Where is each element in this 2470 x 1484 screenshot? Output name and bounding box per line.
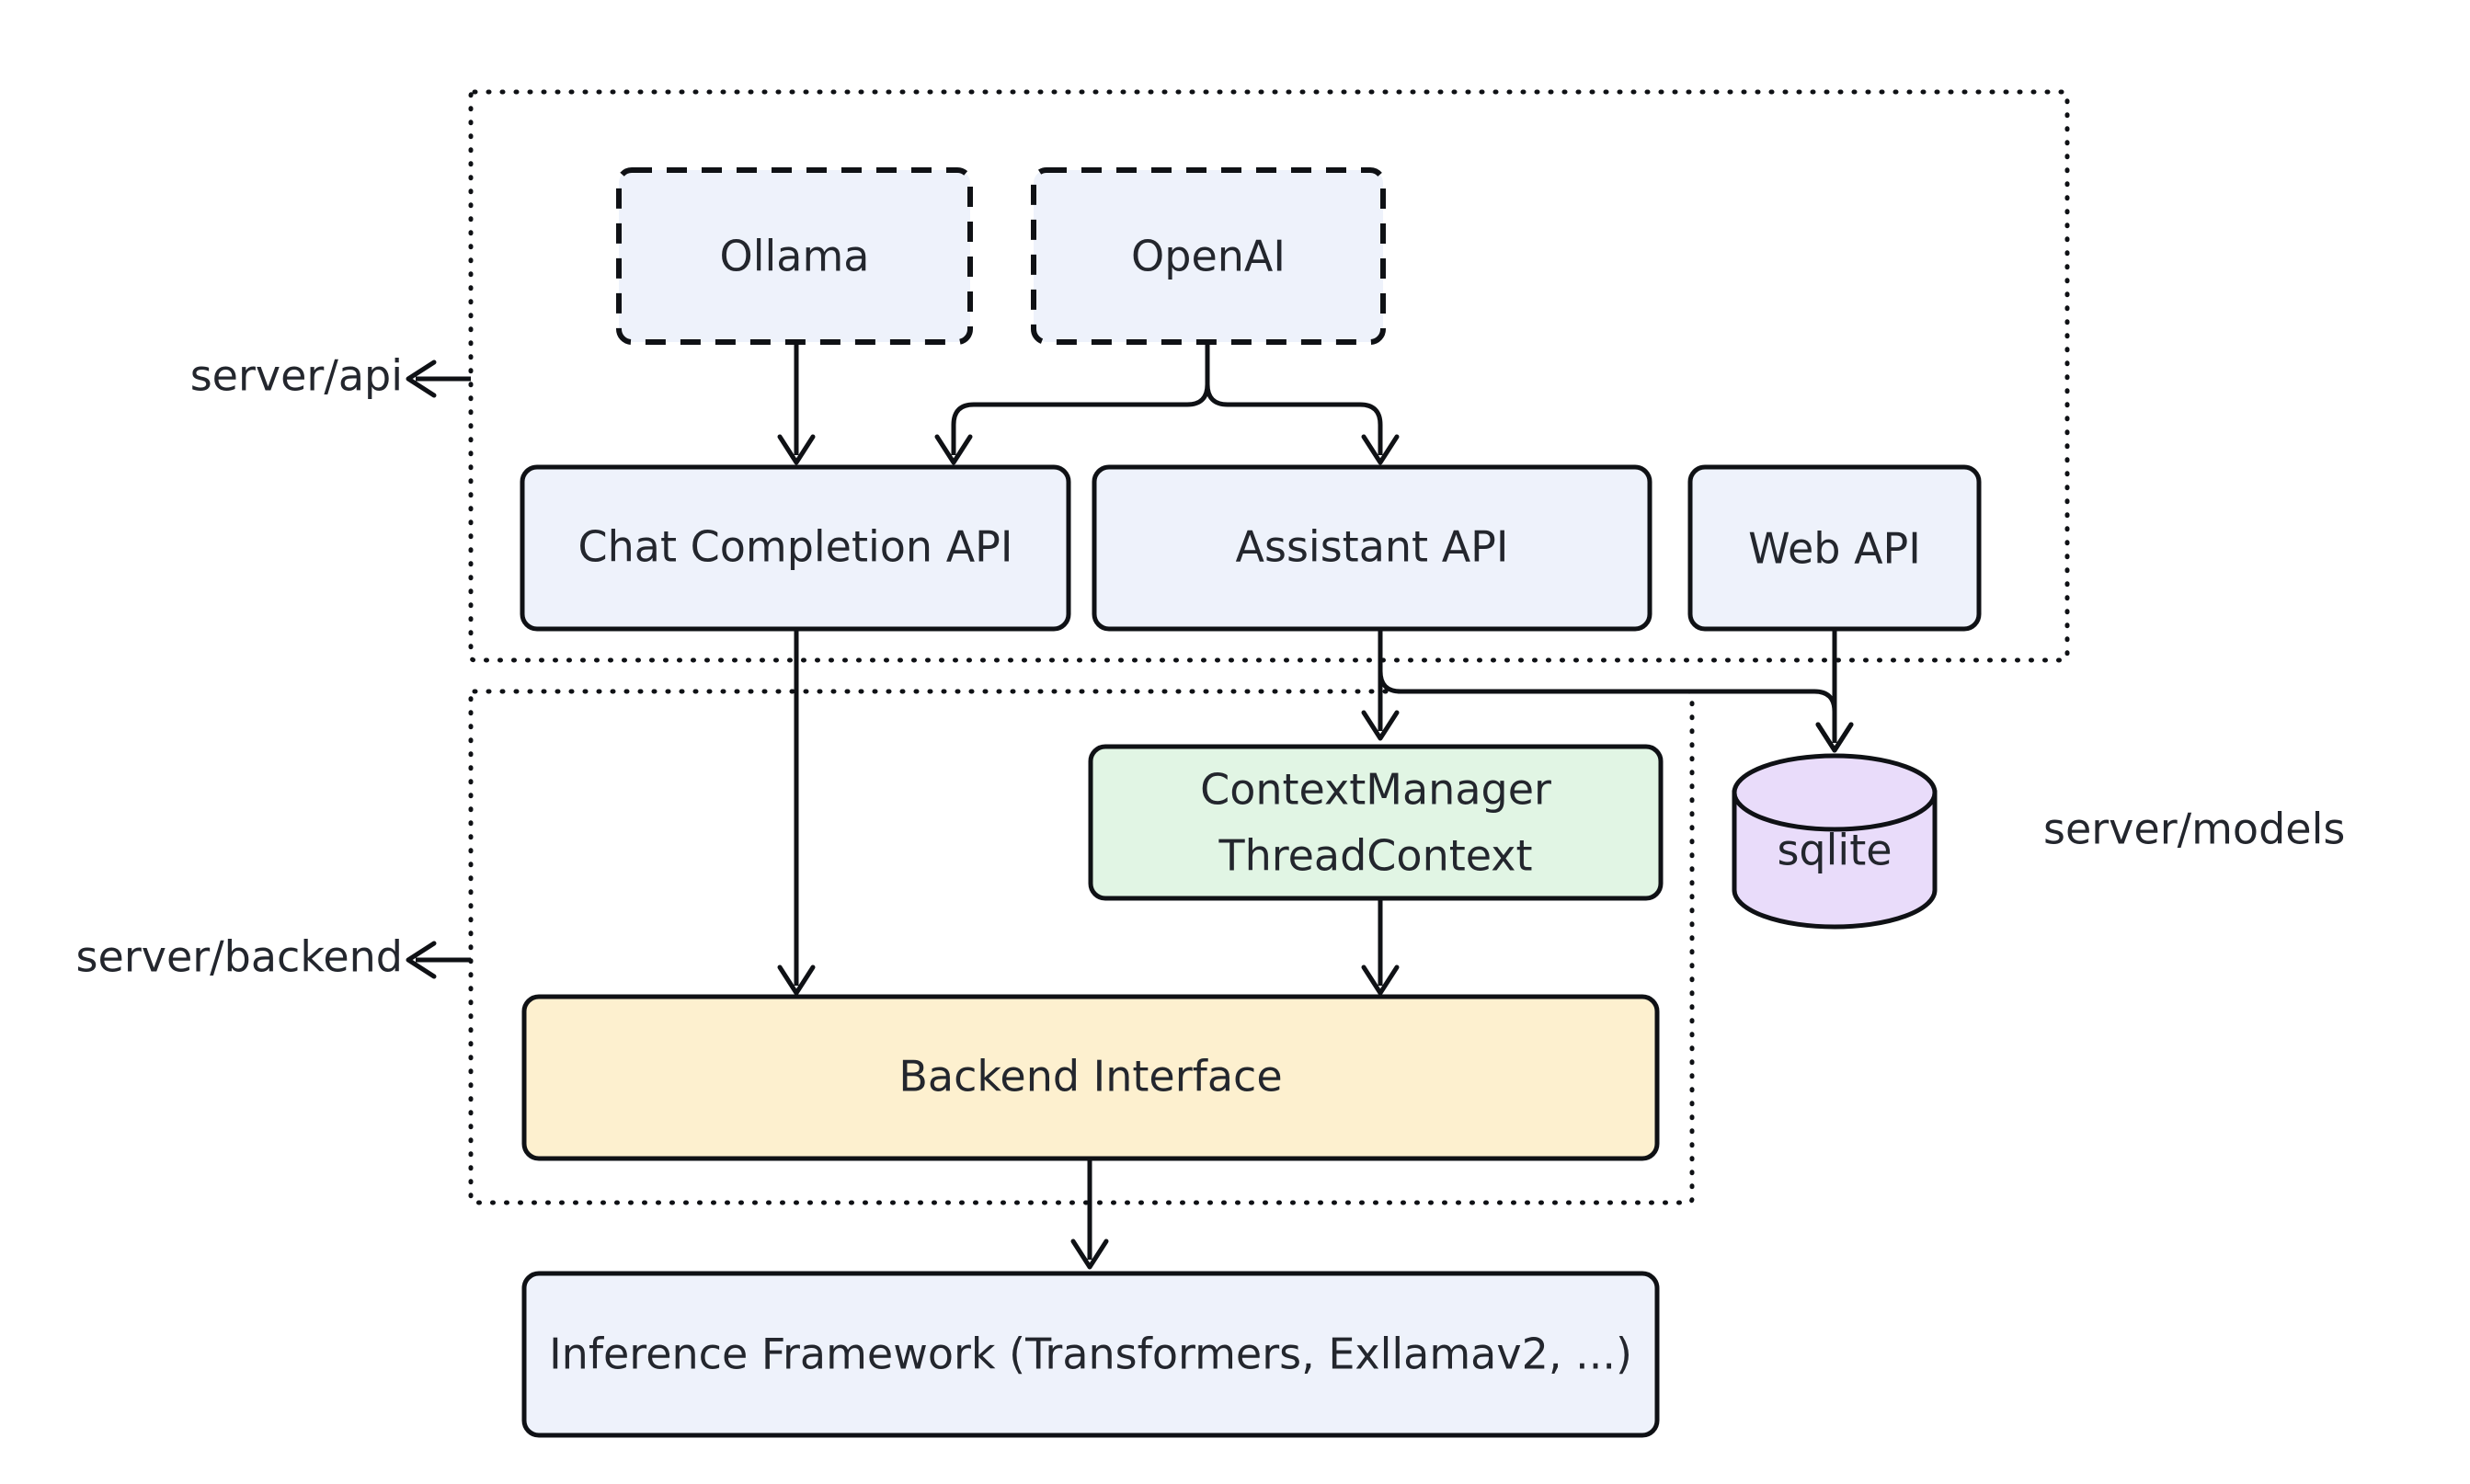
edge-ollama-to-chat-completion-api [777, 342, 816, 465]
node-openai[interactable]: OpenAI [1031, 167, 1386, 345]
node-ollama-shape [616, 167, 973, 345]
group-label-server-models: server/models [2043, 805, 2345, 854]
node-context-manager-label-line1: ContextManager [1200, 765, 1551, 815]
node-chat-completion-api-shape [520, 464, 1071, 632]
node-openai-label: OpenAI [1131, 232, 1286, 281]
edge-context-manager-to-backend-interface [1361, 898, 1400, 996]
group-label-server-models-text: server/models [2043, 805, 2345, 854]
group-label-server-backend: server/backend [76, 932, 471, 982]
node-assistant-api-shape [1092, 464, 1652, 632]
node-web-api[interactable]: Web API [1687, 464, 1982, 632]
node-chat-completion-api-label: Chat Completion API [578, 522, 1013, 572]
node-backend-interface-shape [521, 994, 1660, 1161]
node-backend-interface[interactable]: Backend Interface [521, 994, 1660, 1161]
node-chat-completion-api[interactable]: Chat Completion API [520, 464, 1071, 632]
node-context-manager-label-line2: ThreadContext [1218, 831, 1532, 881]
node-context-manager-shape [1088, 744, 1664, 901]
node-web-api-label: Web API [1748, 524, 1921, 574]
edge-assistant-api-to-sqlite [1378, 629, 1854, 753]
edge-web-api-to-sqlite [1815, 629, 1854, 753]
node-assistant-api[interactable]: Assistant API [1092, 464, 1652, 632]
edge-openai-to-chat-completion-api [934, 342, 1210, 465]
node-context-manager[interactable]: ContextManager ThreadContext [1088, 744, 1664, 901]
node-ollama[interactable]: Ollama [616, 167, 973, 345]
group-label-server-api: server/api [190, 351, 471, 401]
node-inference-framework[interactable]: Inference Framework (Transformers, Exlla… [521, 1271, 1660, 1438]
group-container-server-backend [468, 689, 1695, 1205]
node-backend-interface-label: Backend Interface [898, 1052, 1282, 1102]
node-sqlite-top-ellipse [1732, 753, 1938, 832]
edge-chat-completion-api-to-backend-interface [777, 629, 816, 996]
edge-backend-interface-to-inference-framework [1070, 1159, 1109, 1270]
node-inference-framework-shape [521, 1271, 1660, 1438]
group-label-server-api-text: server/api [190, 351, 403, 401]
node-sqlite-label: sqlite [1777, 826, 1892, 875]
edge-openai-to-assistant-api [1205, 342, 1400, 465]
node-web-api-shape [1687, 464, 1982, 632]
node-sqlite[interactable]: sqlite [1732, 753, 1938, 930]
node-inference-framework-label: Inference Framework (Transformers, Exlla… [549, 1330, 1632, 1379]
group-label-server-backend-text: server/backend [76, 932, 403, 982]
node-ollama-label: Ollama [720, 232, 870, 281]
group-container-server-api [468, 89, 2070, 663]
node-assistant-api-label: Assistant API [1236, 522, 1509, 572]
node-openai-shape [1031, 167, 1386, 345]
